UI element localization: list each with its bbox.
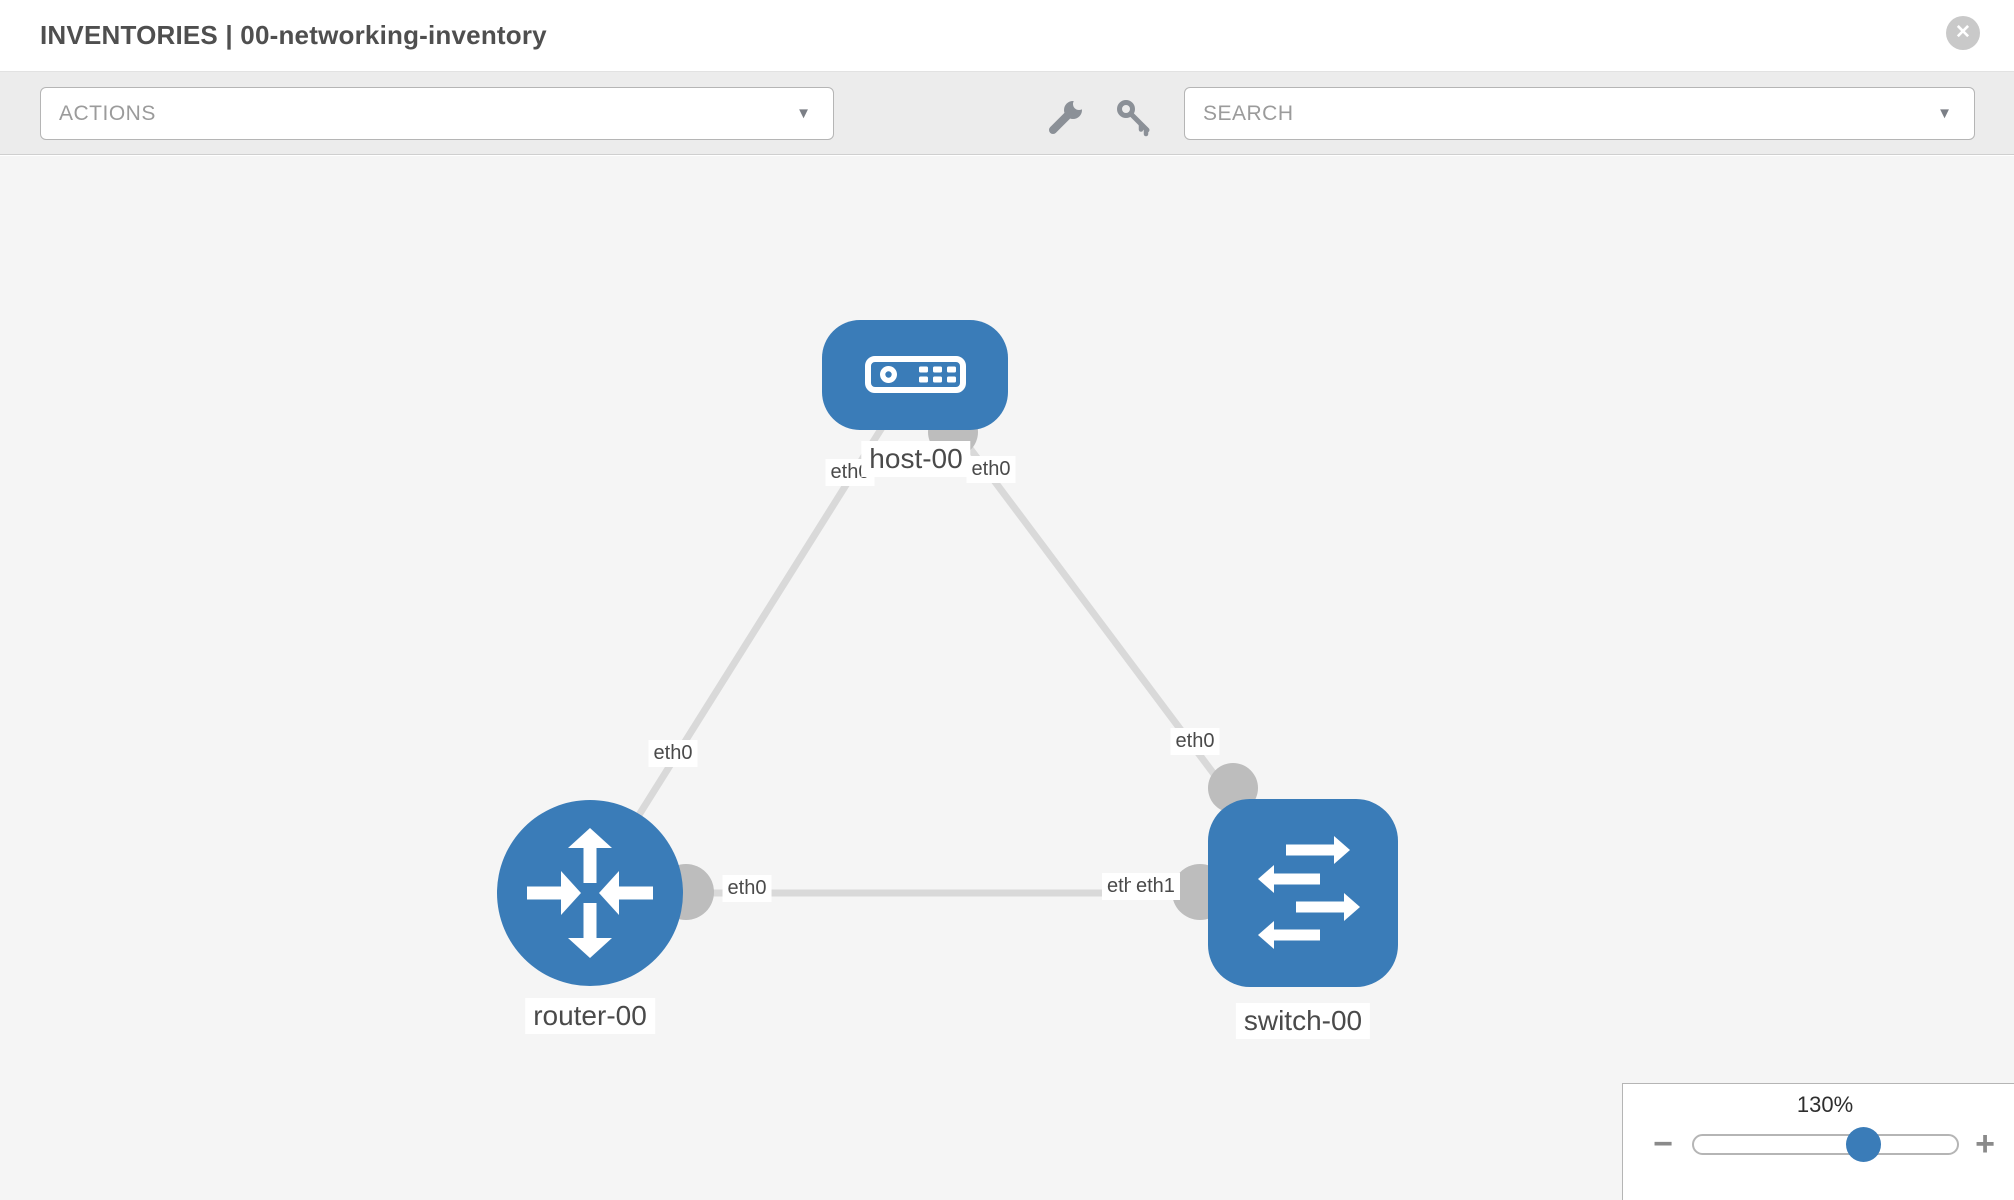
zoom-level-value: 130% <box>1796 1092 1854 1117</box>
zoom-in-button[interactable]: + <box>1975 1125 1995 1163</box>
zoom-control-panel: 130% − + <box>1622 1083 2014 1200</box>
host-icon <box>865 356 966 393</box>
node-label-host: host-00 <box>861 441 971 477</box>
switch-icon <box>1258 836 1360 949</box>
node-host[interactable] <box>822 320 1008 430</box>
if-label-switch-to-host: eth0 <box>1170 728 1220 755</box>
node-router[interactable] <box>497 800 683 986</box>
if-label-switch-to-router: eth1 <box>1131 873 1180 900</box>
actions-dropdown[interactable]: ACTIONS ▼ <box>40 87 834 140</box>
if-label-router-to-switch: eth0 <box>722 875 772 902</box>
node-label-switch: switch-00 <box>1235 1003 1371 1039</box>
zoom-slider-track[interactable] <box>1692 1134 1959 1155</box>
topology-graph <box>497 320 1398 987</box>
chevron-down-icon: ▼ <box>796 105 811 122</box>
key-icon[interactable] <box>1114 97 1154 137</box>
search-dropdown[interactable]: SEARCH ▼ <box>1184 87 1975 140</box>
node-label-router: router-00 <box>525 998 655 1034</box>
zoom-slider-thumb[interactable] <box>1846 1127 1881 1162</box>
window-header: INVENTORIES | 00-networking-inventory ✕ <box>0 0 2014 72</box>
node-switch[interactable] <box>1208 799 1398 987</box>
router-icon <box>527 828 653 958</box>
chevron-down-icon: ▼ <box>1937 105 1952 122</box>
search-dropdown-label: SEARCH <box>1203 102 1294 125</box>
if-label-host-to-router: eth0 <box>825 459 875 486</box>
interface-ports <box>658 407 1258 920</box>
close-icon[interactable]: ✕ <box>1946 16 1980 50</box>
actions-dropdown-label: ACTIONS <box>59 102 156 125</box>
if-label-router-to-host: eth0 <box>648 740 698 767</box>
topology-canvas[interactable]: host-00 router-00 switch-00 eth0 eth0 et… <box>0 156 2014 1200</box>
toolbar: ACTIONS ▼ SEARCH ▼ <box>0 72 2014 155</box>
zoom-out-button[interactable]: − <box>1653 1125 1673 1163</box>
wrench-icon[interactable] <box>1046 97 1086 137</box>
page-title: INVENTORIES | 00-networking-inventory <box>40 20 547 50</box>
if-label-host-to-switch: eth0 <box>966 456 1016 483</box>
